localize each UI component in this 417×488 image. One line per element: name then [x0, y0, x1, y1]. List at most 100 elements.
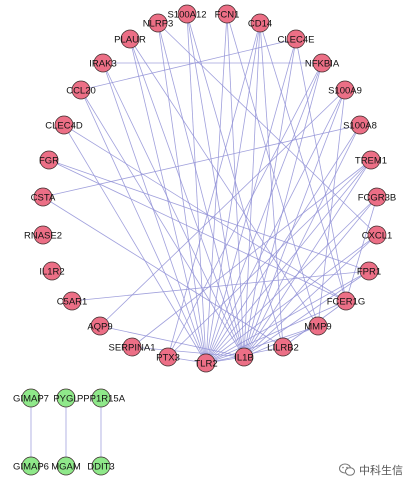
node-circle[interactable] [62, 291, 82, 311]
node-serpina1[interactable]: SERPINA1 [109, 337, 156, 357]
node-label: C5AR1 [57, 297, 88, 308]
node-label: S100A9 [328, 86, 362, 97]
node-circle[interactable] [90, 316, 110, 336]
node-circle[interactable] [336, 291, 356, 311]
node-il1b[interactable]: IL1B [234, 347, 254, 367]
node-circle[interactable] [39, 150, 59, 170]
edge-cxcl1-tlr2 [205, 234, 378, 364]
node-fcgr3b[interactable]: FCGR3B [358, 187, 397, 207]
node-circle[interactable] [120, 29, 140, 49]
edge-cd14-lilrb2 [259, 22, 284, 348]
edge-trem1-ptx3 [167, 159, 372, 358]
edge-fcer1g-tlr2 [205, 300, 347, 364]
node-circle[interactable] [177, 4, 197, 24]
node-circle[interactable] [93, 53, 113, 73]
node-fgr[interactable]: FGR [39, 150, 59, 170]
node-ppp1r15a[interactable]: PPP1R15A [77, 388, 126, 408]
node-il1r2[interactable]: IL1R2 [39, 261, 65, 281]
node-ptx3[interactable]: PTX3 [156, 347, 180, 367]
node-mmp9[interactable]: MMP9 [304, 316, 332, 336]
node-plaur[interactable]: PLAUR [114, 29, 146, 49]
node-cd14[interactable]: CD14 [248, 13, 272, 33]
node-nlrp3[interactable]: NLRP3 [143, 13, 174, 33]
edge-fpr1-c5ar1 [71, 270, 370, 302]
node-aqp9[interactable]: AQP9 [87, 316, 113, 336]
node-label: TLR2 [194, 359, 217, 370]
node-circle[interactable] [158, 347, 178, 367]
node-circle[interactable] [367, 225, 387, 245]
node-circle[interactable] [122, 337, 142, 357]
node-circle[interactable] [234, 347, 254, 367]
node-circle[interactable] [359, 261, 379, 281]
node-label: PPP1R15A [77, 394, 126, 405]
node-circle[interactable] [196, 353, 216, 373]
node-circle[interactable] [42, 261, 62, 281]
node-fpr1[interactable]: FPR1 [357, 261, 381, 281]
edge-s100a9-aqp9 [99, 89, 346, 327]
node-label: CSTA [31, 193, 56, 204]
node-rnase2[interactable]: RNASE2 [24, 225, 62, 245]
node-label: FPR1 [357, 267, 381, 278]
node-c5ar1[interactable]: C5AR1 [57, 291, 88, 311]
node-label: FCN1 [215, 10, 240, 21]
node-label: CLEC4E [278, 35, 315, 46]
node-csta[interactable]: CSTA [31, 187, 56, 207]
edge-irak3-tlr2 [102, 62, 207, 364]
edge-s100a8-csta [42, 124, 361, 198]
node-circle[interactable] [335, 80, 355, 100]
edge-clec4d-tlr2 [63, 124, 207, 364]
node-irak3[interactable]: IRAK3 [89, 53, 117, 73]
node-clec4d[interactable]: CLEC4D [45, 115, 83, 135]
edge-s100a8-il1b [243, 124, 361, 358]
node-circle[interactable] [217, 4, 237, 24]
node-circle[interactable] [250, 13, 270, 33]
node-circle[interactable] [148, 13, 168, 33]
node-circle[interactable] [56, 456, 76, 476]
node-cxcl1[interactable]: CXCL1 [362, 225, 393, 245]
node-fcn1[interactable]: FCN1 [215, 4, 240, 24]
node-s100a9[interactable]: S100A9 [328, 80, 362, 100]
node-circle[interactable] [273, 337, 293, 357]
edge-serpina1-il1b [131, 346, 245, 358]
node-circle[interactable] [21, 388, 41, 408]
node-circle[interactable] [312, 53, 332, 73]
node-gimap6[interactable]: GIMAP6 [13, 456, 49, 476]
edge-s100a12-tlr2 [186, 13, 207, 364]
node-s100a8[interactable]: S100A8 [343, 115, 377, 135]
node-tlr2[interactable]: TLR2 [194, 353, 218, 373]
node-gimap7[interactable]: GIMAP7 [13, 388, 49, 408]
node-label: PYGL [53, 394, 78, 405]
node-s100a12[interactable]: S100A12 [167, 4, 207, 24]
node-nfkbia[interactable]: NFKBIA [305, 53, 340, 73]
node-trem1[interactable]: TREM1 [355, 150, 387, 170]
edge-cd14-tlr2 [205, 22, 261, 364]
node-circle[interactable] [367, 187, 387, 207]
node-circle[interactable] [33, 225, 53, 245]
node-circle[interactable] [361, 150, 381, 170]
node-circle[interactable] [286, 29, 306, 49]
node-label: GIMAP7 [13, 394, 49, 405]
edge-fpr1-il1b [243, 270, 370, 358]
node-circle[interactable] [308, 316, 328, 336]
node-circle[interactable] [21, 456, 41, 476]
node-pygl[interactable]: PYGL [53, 388, 79, 408]
node-label: NFKBIA [305, 59, 340, 70]
node-circle[interactable] [91, 456, 111, 476]
node-circle[interactable] [56, 388, 76, 408]
node-circle[interactable] [54, 115, 74, 135]
node-circle[interactable] [33, 187, 53, 207]
node-circle[interactable] [71, 80, 91, 100]
edge-fcn1-tlr2 [205, 13, 228, 364]
edge-trem1-serpina1 [131, 159, 372, 348]
node-fcer1g[interactable]: FCER1G [327, 291, 366, 311]
node-lilrb2[interactable]: LILRB2 [267, 337, 299, 357]
edge-aqp9-il1b [99, 325, 245, 358]
node-ccl20[interactable]: CCL20 [66, 80, 96, 100]
node-circle[interactable] [350, 115, 370, 135]
node-circle[interactable] [91, 388, 111, 408]
edge-nlrp3-cxcl1 [157, 22, 378, 236]
node-mgam[interactable]: MGAM [51, 456, 81, 476]
node-clec4e[interactable]: CLEC4E [278, 29, 315, 49]
node-ddit3[interactable]: DDIT3 [87, 456, 115, 476]
edge-trem1-il1b [243, 159, 372, 358]
